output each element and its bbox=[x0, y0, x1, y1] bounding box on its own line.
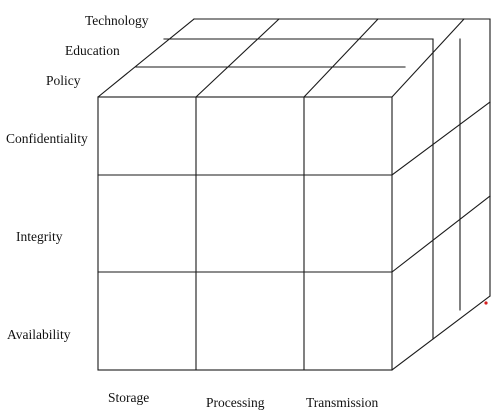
right-bottom-edge bbox=[391, 295, 491, 371]
right-row-line-1 bbox=[391, 101, 491, 176]
top-column-line-1 bbox=[195, 18, 280, 98]
red-marker-dot bbox=[484, 301, 488, 305]
row-label-confidentiality: Confidentiality bbox=[6, 131, 88, 146]
row-label-availability: Availability bbox=[7, 327, 71, 342]
depth-label-technology: Technology bbox=[85, 13, 149, 28]
right-row-line-2 bbox=[391, 195, 491, 273]
right-front-corner-edge bbox=[391, 18, 465, 98]
column-labels: Storage Processing Transmission bbox=[108, 390, 379, 410]
depth-label-education: Education bbox=[65, 43, 120, 58]
top-left-edge bbox=[97, 18, 195, 98]
column-label-storage: Storage bbox=[108, 390, 149, 405]
front-face-border bbox=[97, 96, 393, 371]
top-column-line-2 bbox=[303, 18, 379, 98]
column-label-transmission: Transmission bbox=[306, 395, 379, 410]
depth-label-policy: Policy bbox=[46, 73, 81, 88]
row-label-integrity: Integrity bbox=[16, 229, 63, 244]
depth-labels: Technology Education Policy bbox=[46, 13, 149, 88]
column-label-processing: Processing bbox=[206, 395, 265, 410]
row-labels: Confidentiality Integrity Availability bbox=[6, 131, 88, 342]
cube-edges bbox=[97, 18, 491, 371]
